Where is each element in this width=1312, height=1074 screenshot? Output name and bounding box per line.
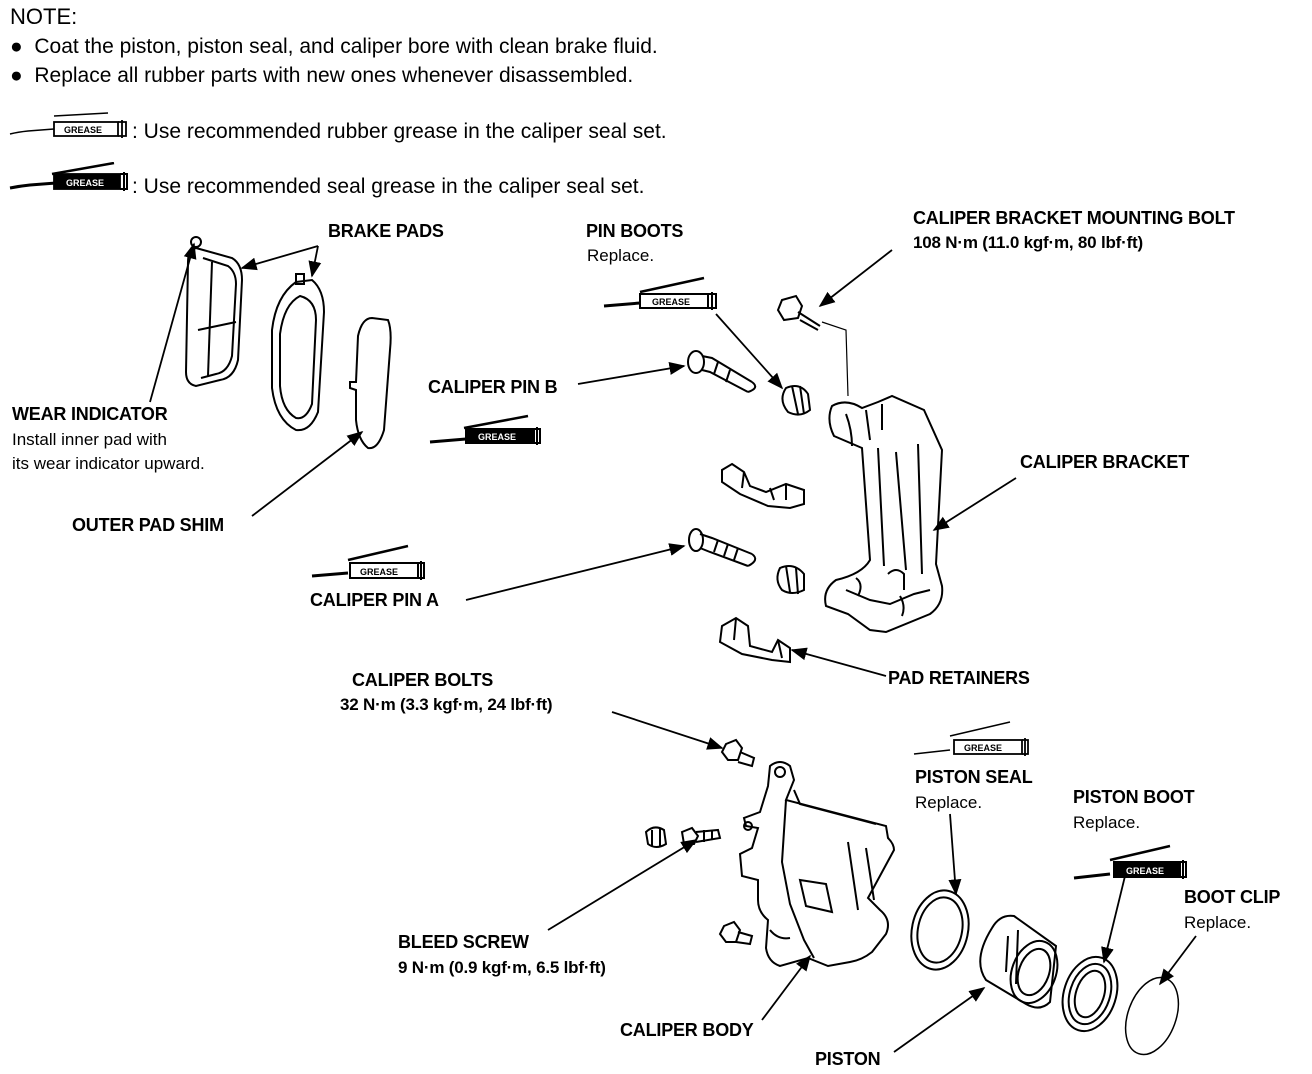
legend-rubber-grease-text: : Use recommended rubber grease in the c… — [132, 120, 667, 143]
bleed-screw-cap — [644, 826, 668, 848]
note-heading: NOTE: — [10, 4, 78, 29]
caliper-bracket — [824, 394, 944, 634]
label-wear-indicator-sub1: Install inner pad with — [12, 430, 167, 449]
pin-b-grease-icon: GREASE — [429, 414, 541, 445]
pin-boots-grease-icon: GREASE — [603, 276, 717, 310]
label-caliper-bracket: CALIPER BRACKET — [1020, 452, 1190, 472]
grease-text: GREASE — [652, 297, 690, 307]
label-piston-seal-sub: Replace. — [915, 793, 983, 812]
grease-text: GREASE — [964, 743, 1002, 753]
note-bullet-1: ● Coat the piston, piston seal, and cali… — [10, 36, 658, 57]
label-bleed-screw: BLEED SCREW — [398, 932, 529, 952]
label-pin-boots-sub: Replace. — [587, 246, 655, 265]
inner-brake-pad — [184, 236, 244, 388]
pad-retainer-upper — [721, 462, 805, 510]
note-bullet-text: Replace all rubber parts with new ones w… — [34, 64, 634, 87]
label-piston-seal: PISTON SEAL — [915, 767, 1033, 787]
label-caliper-body: CALIPER BODY — [620, 1020, 754, 1040]
label-piston-boot-sub: Replace. — [1073, 813, 1141, 832]
seal-grease-icon: GREASE — [8, 161, 136, 199]
caliper-pin-a — [688, 528, 757, 567]
piston-boot — [1061, 955, 1119, 1033]
pin-boot-b — [781, 385, 812, 416]
caliper-bolt-lower — [718, 920, 754, 946]
label-bracket-bolt-torque: 108 N·m (11.0 kgf·m, 80 lbf·ft) — [913, 233, 1143, 252]
grease-text: GREASE — [64, 125, 102, 135]
label-outer-pad-shim: OUTER PAD SHIM — [72, 515, 224, 535]
piston — [979, 914, 1059, 1009]
label-caliper-bolts: CALIPER BOLTS — [352, 670, 494, 690]
bleed-screw — [680, 826, 722, 845]
outer-pad-shim — [349, 316, 392, 450]
bullet-dot-icon: ● — [10, 35, 23, 58]
pin-a-grease-icon: GREASE — [311, 544, 425, 580]
grease-text: GREASE — [360, 567, 398, 577]
caliper-bolt-upper — [720, 738, 756, 768]
label-caliper-pin-b: CALIPER PIN B — [428, 377, 558, 397]
caliper-pin-b — [687, 350, 757, 393]
rubber-grease-icon: GREASE — [8, 112, 136, 145]
outer-brake-pad — [271, 273, 326, 432]
label-pad-retainers: PAD RETAINERS — [888, 668, 1030, 688]
note-bullet-2: ● Replace all rubber parts with new ones… — [10, 65, 633, 86]
label-wear-indicator-sub2: its wear indicator upward. — [12, 454, 205, 473]
label-bracket-bolt: CALIPER BRACKET MOUNTING BOLT — [913, 208, 1235, 228]
label-bleed-screw-torque: 9 N·m (0.9 kgf·m, 6.5 lbf·ft) — [398, 958, 606, 977]
piston-seal-grease-icon: GREASE — [913, 721, 1029, 756]
label-pin-boots: PIN BOOTS — [586, 221, 684, 241]
leader-lines — [149, 242, 1197, 1053]
piston-seal — [910, 889, 970, 971]
legend-seal-grease-text: : Use recommended seal grease in the cal… — [132, 175, 645, 198]
boot-clip — [1124, 976, 1180, 1056]
bracket-mounting-bolt — [776, 294, 849, 397]
label-boot-clip-sub: Replace. — [1184, 913, 1252, 932]
grease-text: GREASE — [1126, 866, 1164, 876]
pin-boot-a — [776, 565, 805, 595]
label-caliper-pin-a: CALIPER PIN A — [310, 590, 439, 610]
pad-retainer-lower — [718, 616, 791, 664]
grease-text: GREASE — [478, 432, 516, 442]
caliper-body — [738, 761, 896, 968]
label-piston: PISTON — [815, 1049, 881, 1069]
label-boot-clip: BOOT CLIP — [1184, 887, 1281, 907]
note-bullet-text: Coat the piston, piston seal, and calipe… — [34, 35, 658, 58]
label-caliper-bolts-torque: 32 N·m (3.3 kgf·m, 24 lbf·ft) — [340, 695, 553, 714]
bullet-dot-icon: ● — [10, 64, 23, 87]
piston-boot-grease-icon: GREASE — [1073, 844, 1187, 880]
label-piston-boot: PISTON BOOT — [1073, 787, 1195, 807]
label-brake-pads: BRAKE PADS — [328, 221, 444, 241]
label-wear-indicator: WEAR INDICATOR — [12, 404, 168, 424]
grease-text: GREASE — [66, 178, 104, 188]
